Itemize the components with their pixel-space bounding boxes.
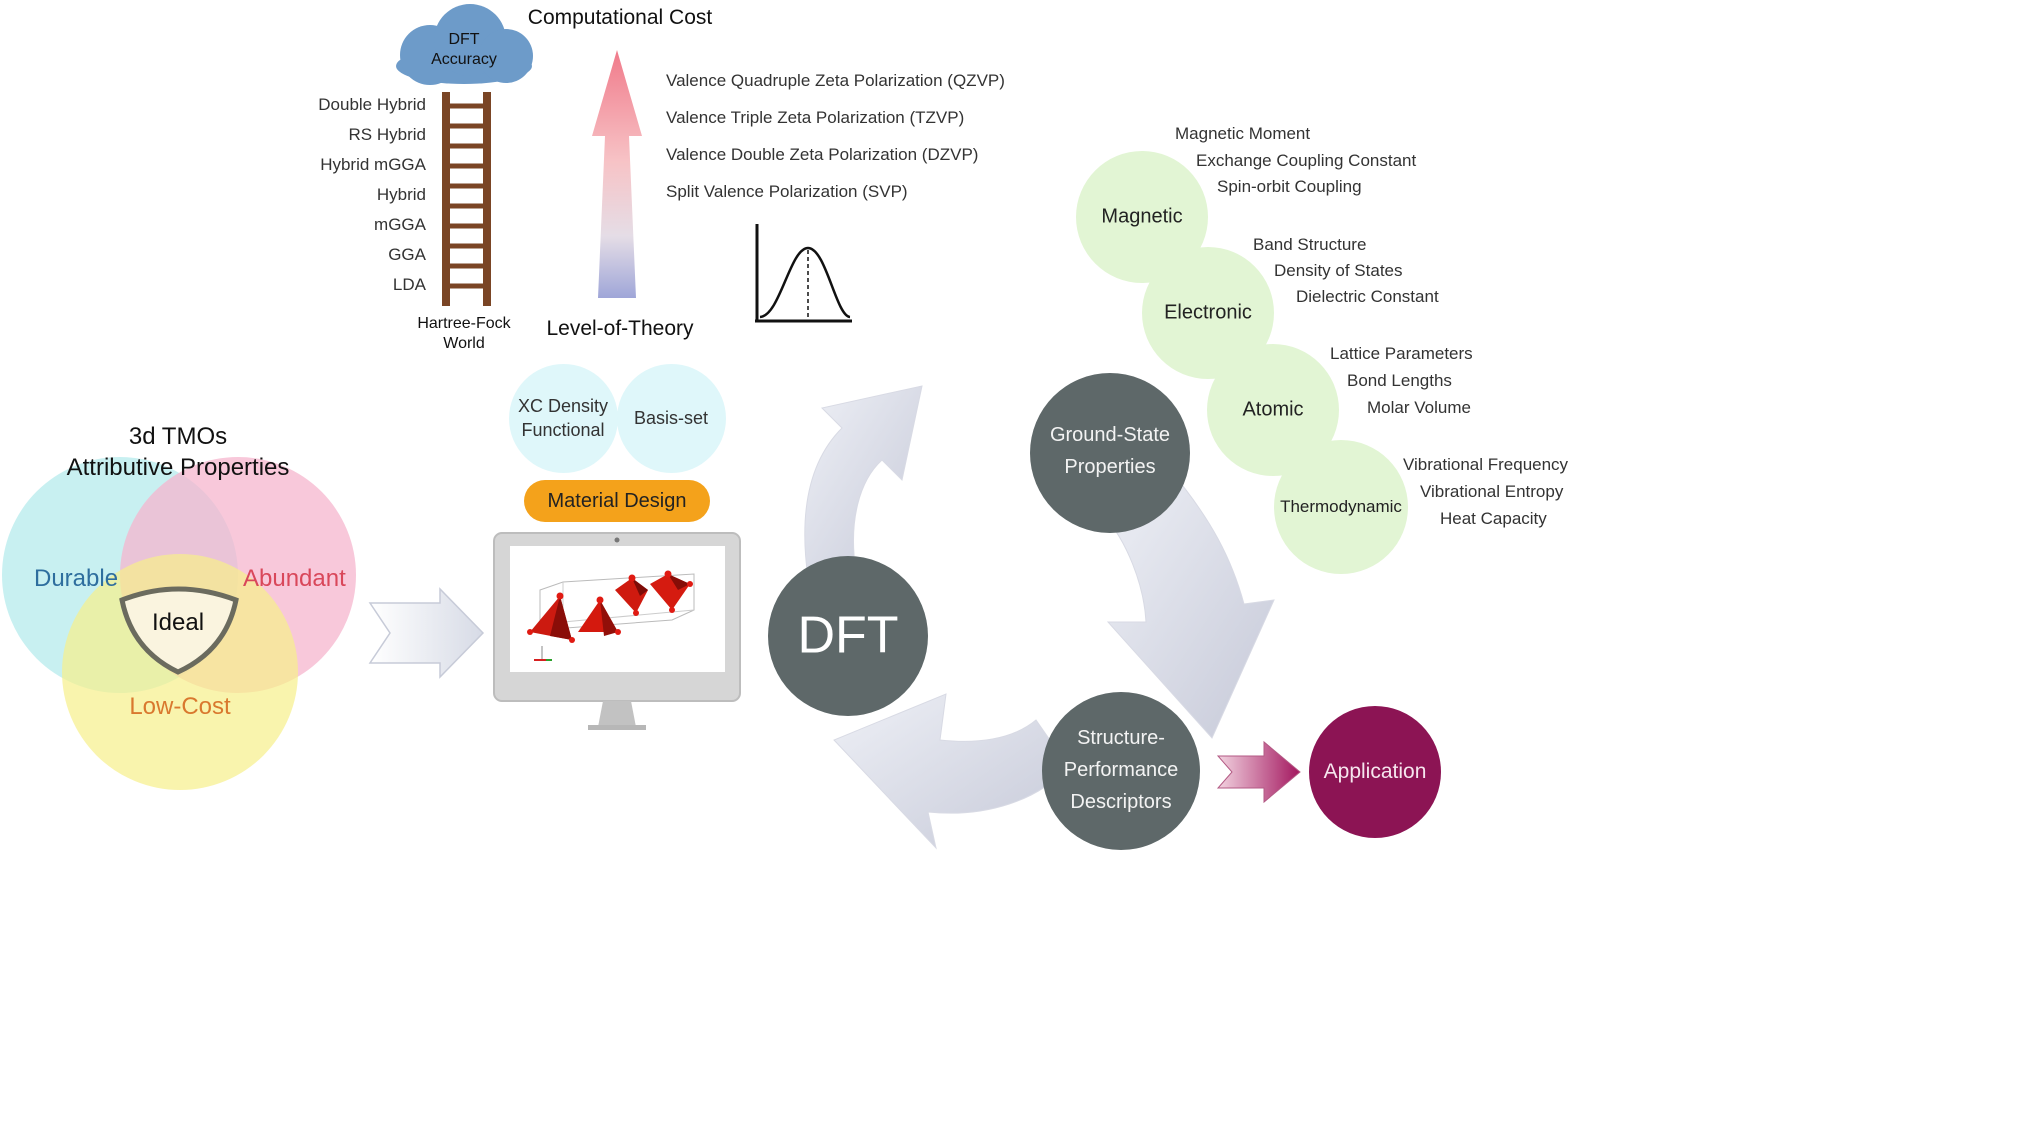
basis-set-dzvp: Valence Double Zeta Polarization (DZVP)	[666, 145, 979, 164]
venn-title-line2: Attributive Properties	[66, 454, 290, 481]
diagram-graphics	[2, 4, 1301, 850]
venn-diagram	[2, 457, 356, 790]
material-design-label: Material Design	[547, 490, 687, 512]
venn-low-cost-label: Low-Cost	[129, 693, 231, 720]
structure-performance-node	[1042, 692, 1200, 850]
application-label: Application	[1323, 760, 1427, 783]
level-of-theory-label: Level-of-Theory	[546, 317, 694, 340]
electronic-label: Electronic	[1164, 301, 1252, 324]
basis-set-bubble	[617, 364, 726, 473]
electronic-item-1: Band Structure	[1253, 235, 1367, 254]
thermodynamic-label: Thermodynamic	[1280, 497, 1402, 516]
thermodynamic-circle	[1274, 440, 1408, 574]
xc-functional-line2: Functional	[521, 420, 605, 440]
magnetic-label: Magnetic	[1101, 205, 1183, 228]
cost-arrow	[592, 50, 642, 298]
ladder-base-line1: Hartree-Fock	[417, 315, 511, 332]
basis-set-qzvp: Valence Quadruple Zeta Polarization (QZV…	[666, 71, 1005, 90]
structure-line3: Descriptors	[1070, 791, 1172, 813]
distribution-icon	[755, 224, 852, 323]
basis-set-svp: Split Valence Polarization (SVP)	[666, 182, 908, 201]
magnetic-item-1: Magnetic Moment	[1175, 124, 1311, 143]
atomic-item-2: Bond Lengths	[1347, 371, 1452, 390]
structure-line2: Performance	[1063, 759, 1179, 781]
xc-functional-bubble	[509, 364, 618, 473]
ladder-rung-hybrid: Hybrid	[376, 185, 426, 204]
ladder-rung-mgga: mGGA	[374, 215, 426, 234]
electronic-item-2: Density of States	[1274, 261, 1403, 280]
venn-abundant-label: Abundant	[243, 565, 346, 592]
basis-set-tzvp: Valence Triple Zeta Polarization (TZVP)	[666, 108, 965, 127]
ground-state-line1: Ground-State	[1049, 424, 1171, 446]
ladder-rung-gga: GGA	[388, 245, 426, 264]
application-node	[1309, 706, 1441, 838]
ground-state-node	[1030, 373, 1190, 533]
cycle-arrow-down	[1103, 469, 1275, 739]
dft-node	[768, 556, 928, 716]
ladder-rung-hybrid-mgga: Hybrid mGGA	[320, 155, 426, 174]
venn-title-line1: 3d TMOs	[128, 423, 228, 450]
atomic-item-3: Molar Volume	[1367, 398, 1471, 417]
cycle-arrows	[804, 385, 1275, 850]
ladder-rung-double-hybrid: Double Hybrid	[318, 95, 426, 114]
venn-ideal-label: Ideal	[151, 609, 205, 636]
atomic-label: Atomic	[1242, 398, 1304, 421]
flow-arrow-icon	[368, 587, 485, 679]
dft-label: DFT	[797, 606, 899, 665]
ladder-base-line2: World	[443, 335, 485, 352]
thermodynamic-item-2: Vibrational Entropy	[1420, 482, 1564, 501]
ladder-rung-lda: LDA	[392, 275, 426, 294]
cycle-arrow-up	[804, 385, 923, 579]
cycle-arrow-left	[833, 693, 1069, 850]
material-design-badge	[524, 480, 710, 522]
dft-workflow-diagram: DFT Accuracy Double Hybrid RS Hybrid Hyb…	[2, 4, 1569, 850]
ladder-icon	[442, 92, 491, 306]
cloud-shape	[396, 4, 533, 85]
xc-functional-line1: XC Density	[517, 396, 609, 416]
thermodynamic-item-3: Heat Capacity	[1440, 509, 1547, 528]
structure-line1: Structure-	[1077, 727, 1165, 749]
electronic-item-3: Dielectric Constant	[1296, 287, 1439, 306]
cloud-label-line1: DFT	[448, 31, 480, 48]
magnetic-item-3: Spin-orbit Coupling	[1217, 177, 1362, 196]
magnetic-item-2: Exchange Coupling Constant	[1196, 151, 1417, 170]
application-arrow-icon	[1216, 740, 1301, 804]
ideal-region	[119, 586, 239, 675]
ground-state-line2: Properties	[1064, 456, 1156, 478]
thermodynamic-item-1: Vibrational Frequency	[1403, 455, 1569, 474]
cost-title: Computational Cost	[527, 6, 713, 29]
venn-durable-label: Durable	[34, 565, 119, 592]
atomic-item-1: Lattice Parameters	[1330, 344, 1473, 363]
ladder-rung-rs-hybrid: RS Hybrid	[348, 125, 426, 144]
crystal-structure-image	[527, 570, 695, 661]
cloud-label-line2: Accuracy	[431, 51, 497, 68]
basis-set-label: Basis-set	[633, 408, 709, 428]
